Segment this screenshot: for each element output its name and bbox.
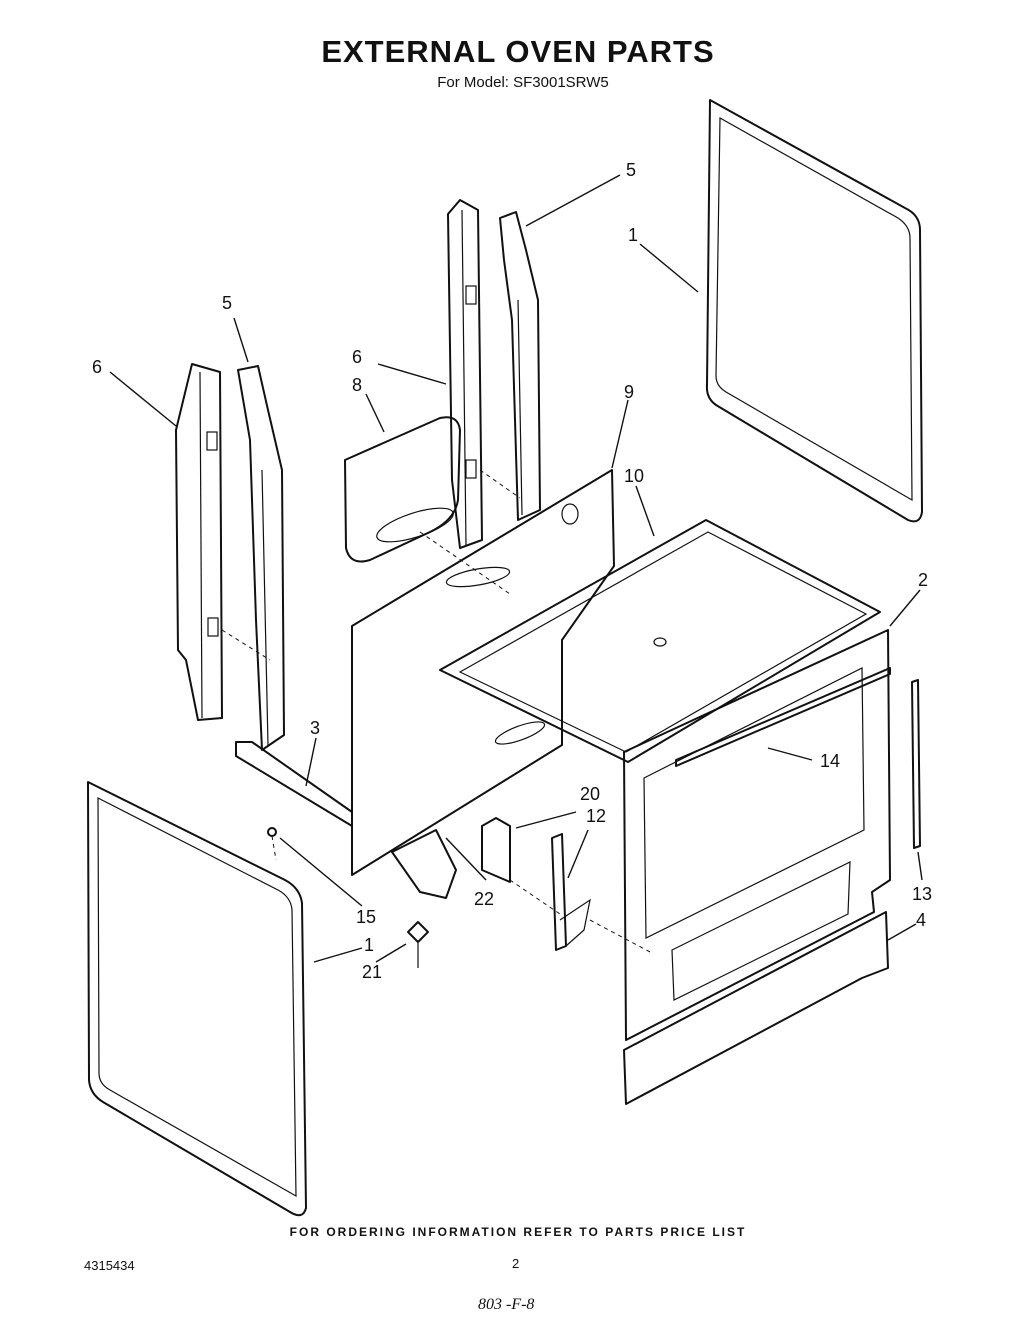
page-title: EXTERNAL OVEN PARTS — [321, 34, 715, 69]
part-upright-left-5 — [237, 365, 285, 751]
page-number: 2 — [512, 1256, 520, 1271]
callout-6-center: 6 — [352, 347, 362, 367]
handwritten-note: 803 -F-8 — [478, 1296, 535, 1313]
callout-21: 21 — [362, 962, 382, 982]
part-hinge — [551, 833, 591, 951]
callout-6-left: 6 — [92, 357, 102, 377]
part-rail — [675, 667, 891, 767]
part-front-frame — [623, 629, 891, 1041]
callout-12: 12 — [586, 806, 606, 826]
callout-3: 3 — [310, 718, 320, 738]
model-subtitle: For Model: SF3001SRW5 — [437, 74, 609, 91]
part-upright-left-6 — [175, 363, 223, 721]
callout-15: 15 — [356, 907, 376, 927]
callout-22: 22 — [474, 889, 494, 909]
part-strip — [911, 679, 921, 849]
callout-13: 13 — [912, 884, 932, 904]
part-vent-duct — [344, 416, 461, 563]
callout-8: 8 — [352, 375, 362, 395]
part-plug-15 — [267, 827, 277, 837]
callout-1-bottom: 1 — [364, 935, 374, 955]
callout-14: 14 — [820, 751, 840, 771]
callout-5-center: 5 — [626, 160, 636, 180]
part-back-panel — [351, 469, 615, 876]
callout-5-left: 5 — [222, 293, 232, 313]
callout-4: 4 — [916, 910, 926, 930]
callout-9: 9 — [624, 382, 634, 402]
callout-2: 2 — [918, 570, 928, 590]
part-leg-leveler — [391, 829, 457, 968]
callout-labels: 5 1 5 6 6 8 9 10 2 3 14 20 12 22 13 15 4… — [92, 160, 932, 982]
part-upright-center-6 — [447, 199, 483, 549]
part-side-panel-left — [87, 781, 307, 1217]
part-bracket — [235, 741, 353, 827]
part-small-bracket-20 — [481, 817, 511, 883]
callout-1-top: 1 — [628, 225, 638, 245]
part-oven-top — [439, 519, 881, 763]
part-lower-trim — [623, 911, 889, 1105]
part-side-panel-right — [705, 99, 923, 523]
document-number: 4315434 — [84, 1258, 135, 1273]
callout-10: 10 — [624, 466, 644, 486]
ordering-note: FOR ORDERING INFORMATION REFER TO PARTS … — [289, 1225, 747, 1239]
alignment-lines — [221, 469, 651, 953]
callout-20: 20 — [580, 784, 600, 804]
leader-lines — [109, 174, 923, 963]
part-upright-center-5 — [499, 211, 541, 521]
